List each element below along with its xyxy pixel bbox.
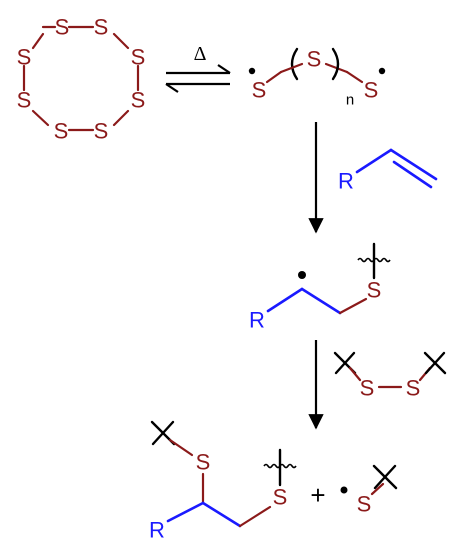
intermediate-r-group: R: [249, 308, 265, 333]
disulfide-sulfur-1: S: [360, 376, 375, 401]
chain-sulfur-right: S: [364, 78, 379, 103]
alkene-r-group: R: [338, 169, 354, 194]
intermediate-sulfur: S: [367, 278, 382, 303]
plus-sign: +: [310, 480, 325, 510]
ring-sulfur-4: S: [131, 88, 146, 113]
heat-symbol: Δ: [194, 43, 207, 65]
radical-dot: [298, 271, 306, 279]
radical-dot: [378, 67, 386, 75]
repeat-unit-sulfur: S: [307, 47, 322, 72]
ring-sulfur-2: S: [94, 15, 109, 40]
s8-ring: S S S S S S S S: [17, 15, 146, 144]
equilibrium-arrow: Δ: [165, 43, 231, 93]
product-sulfur-top: S: [196, 450, 211, 475]
bracket-left: [290, 47, 299, 81]
radical-dot: [340, 486, 348, 494]
disulfide-reagent: S S: [333, 351, 447, 401]
bracket-right: [331, 47, 340, 81]
ring-sulfur-8: S: [17, 45, 32, 70]
ring-sulfur-7: S: [17, 88, 32, 113]
chain-continuation-mark: [263, 463, 297, 469]
alkene-reagent: R: [338, 148, 438, 194]
ring-sulfur-6: S: [54, 119, 69, 144]
chain-sulfur-left: S: [252, 78, 267, 103]
disulfide-sulfur-2: S: [406, 376, 421, 401]
ring-sulfur-3: S: [131, 45, 146, 70]
ring-sulfur-5: S: [94, 119, 109, 144]
addition-product: S R S: [149, 420, 297, 543]
carbon-radical-intermediate: R S: [249, 242, 391, 333]
thiyl-radical: S: [340, 464, 398, 517]
polysulfide-diradical: S S n S: [248, 47, 386, 109]
thiyl-sulfur: S: [357, 492, 372, 517]
ring-sulfur-1: S: [55, 15, 70, 40]
radical-dot: [248, 67, 256, 75]
product-r-group: R: [149, 518, 165, 543]
repeat-subscript: n: [346, 92, 354, 109]
product-sulfur-right: S: [273, 485, 288, 510]
chain-continuation-mark: [357, 257, 391, 263]
